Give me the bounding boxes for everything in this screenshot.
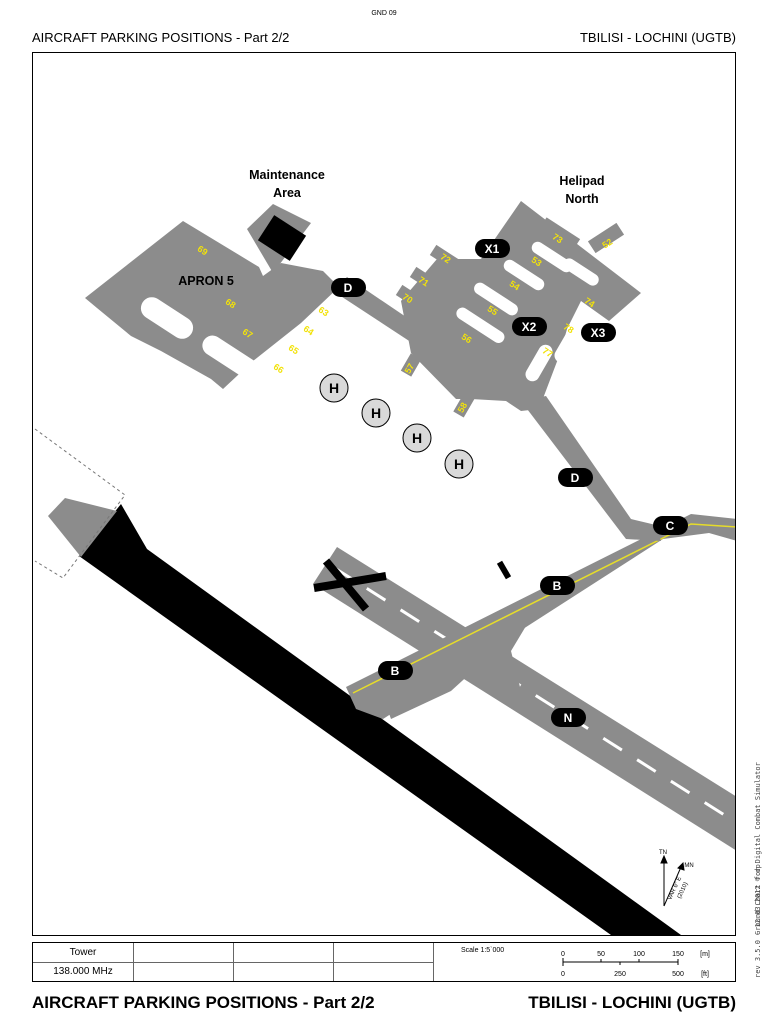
helipad-h-1 <box>319 373 349 403</box>
taxiway-n-junction <box>471 601 541 691</box>
spot-53: 53 <box>530 255 544 269</box>
spot-66: 66 <box>272 362 286 376</box>
helipad-north-label-1: Helipad <box>559 174 604 188</box>
scale-bar: 0 50 100 150 [m] 0 250 500 [ft] <box>561 951 710 978</box>
info-panel: Tower 138.000 MHz Scale 1:5`000 0 50 100… <box>32 942 736 982</box>
taxiway-label-x2: X2 <box>522 320 537 334</box>
scale-m-0: 0 <box>561 951 565 958</box>
footer-airport: TBILISI - LOCHINI (UGTB) <box>528 993 736 1012</box>
scale-ft-0: 0 <box>561 971 565 978</box>
helipad-h-2 <box>361 398 391 428</box>
helipad-h-1-label: H <box>329 380 339 396</box>
taxiway-label-n: N <box>564 711 573 725</box>
maintenance-area-label-2: Area <box>273 186 302 200</box>
scale-m-100: 100 <box>633 951 645 958</box>
runway-extension-outline <box>34 428 126 579</box>
hold-marker <box>496 560 512 580</box>
taxiway-d-south <box>521 396 661 541</box>
helipad-markers <box>319 373 474 479</box>
spot-63: 63 <box>317 305 331 319</box>
spot-77: 77 <box>541 346 555 360</box>
taxiway-label-d-south: D <box>571 471 580 485</box>
airport-map: H H H H D X1 X2 X3 D C B B N Maintenance… <box>32 52 738 936</box>
spot-73: 73 <box>551 232 565 246</box>
taxiway-b-centerline <box>352 523 738 694</box>
taxiway-label-x3: X3 <box>591 326 606 340</box>
scale-m-50: 50 <box>597 951 605 958</box>
heli-stand-73 <box>537 217 581 253</box>
taxiway-label-b-east: B <box>553 579 562 593</box>
scale-ft-unit: [ft] <box>701 971 709 978</box>
helipad-h-2-label: H <box>371 405 381 421</box>
spot-74: 74 <box>583 296 597 310</box>
spot-78: 78 <box>562 322 576 336</box>
spot-70: 70 <box>401 292 415 306</box>
apron-5-hole-2 <box>202 335 258 379</box>
spot-71: 71 <box>417 275 431 289</box>
spot-55: 55 <box>486 304 500 318</box>
apron-5 <box>85 221 339 389</box>
helipad-north-label-2: North <box>565 192 598 206</box>
frequency-label: Tower <box>69 947 97 958</box>
spot-56: 56 <box>460 332 474 346</box>
north-arrow-icon <box>660 854 685 907</box>
helipad-inner-paths <box>456 241 599 382</box>
spot-54: 54 <box>508 279 522 293</box>
taxiway-label-x1: X1 <box>485 242 500 256</box>
spot-52: 52 <box>600 237 614 251</box>
frequency-value: 138.000 MHz <box>53 966 113 977</box>
header-airport: TBILISI - LOCHINI (UGTB) <box>579 30 736 45</box>
spot-57: 57 <box>403 362 417 376</box>
apron-5-label: APRON 5 <box>178 274 234 288</box>
scale-ft-500: 500 <box>672 971 684 978</box>
heli-stand-52 <box>587 222 625 254</box>
spot-69: 69 <box>196 244 210 258</box>
page-code: GND 09 <box>371 10 397 17</box>
heli-stands-west <box>395 244 475 418</box>
scale-m-unit: [m] <box>700 951 710 958</box>
taxiway-label-c: C <box>666 519 675 533</box>
helipad-h-4 <box>444 449 474 479</box>
info-divider <box>33 962 433 963</box>
runway-threshold <box>48 498 117 557</box>
compass-tn: TN <box>659 850 667 856</box>
closed-marking-icon <box>313 558 387 612</box>
spot-65: 65 <box>287 343 301 357</box>
empty-cell-3 <box>333 943 434 981</box>
revision-caption: rev 3.5.0 - 12.03.2012 © dp <box>744 850 762 980</box>
footer-title: AIRCRAFT PARKING POSITIONS - Part 2/2 <box>32 993 375 1012</box>
spot-67: 67 <box>241 327 255 341</box>
taxiway-label-d-north: D <box>344 281 353 295</box>
compass-mn: MN <box>684 863 693 869</box>
helipad-h-4-label: H <box>454 456 464 472</box>
runway <box>79 504 681 935</box>
taxiway-n <box>313 547 737 851</box>
spot-58: 58 <box>456 401 470 415</box>
side-caption: Ground Chart for Digital Combat Simulato… <box>744 55 762 935</box>
header-title: AIRCRAFT PARKING POSITIONS - Part 2/2 <box>32 30 290 45</box>
spot-72: 72 <box>439 252 453 266</box>
helipad-h-3-label: H <box>412 430 422 446</box>
helipad-north-apron <box>401 201 641 411</box>
spot-68: 68 <box>224 297 238 311</box>
scale-m-150: 150 <box>672 951 684 958</box>
taxiway-label-pills <box>331 239 688 727</box>
revision-text: rev 3.5.0 - 12.03.2012 © dp <box>754 864 762 978</box>
taxiway-label-b-west: B <box>391 664 400 678</box>
apron-5-hole-1 <box>140 297 194 339</box>
helipad-h-3 <box>402 423 432 453</box>
maintenance-building <box>257 215 307 261</box>
spot-64: 64 <box>302 324 316 338</box>
map-canvas: H H H H D X1 X2 X3 D C B B N Maintenance… <box>34 168 738 935</box>
scale-label: Scale 1:5`000 <box>461 947 505 954</box>
maintenance-area-label-1: Maintenance <box>249 168 325 182</box>
scale-ft-250: 250 <box>614 971 626 978</box>
